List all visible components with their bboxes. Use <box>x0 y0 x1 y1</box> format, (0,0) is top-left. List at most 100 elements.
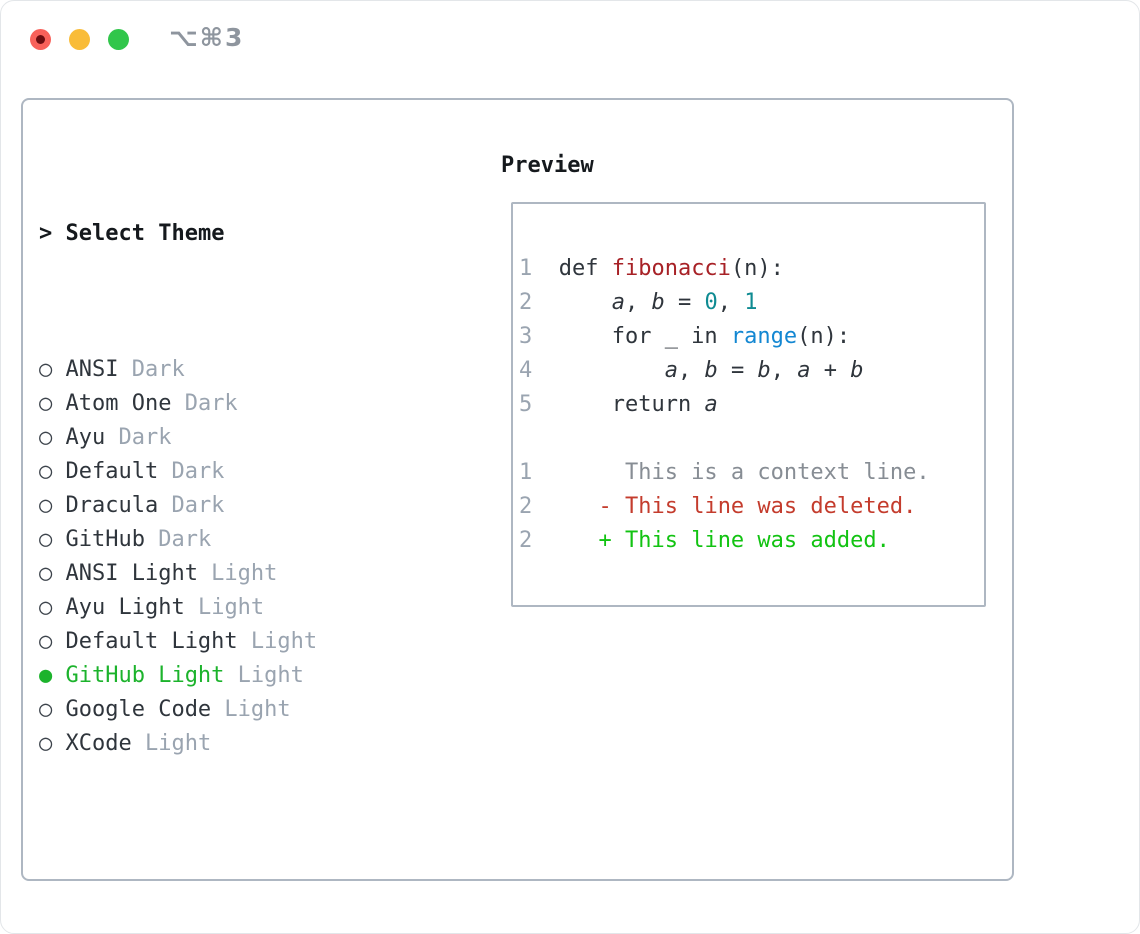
select-theme-title: Select Theme <box>65 221 225 246</box>
theme-items: ○ ANSI Dark ○ Atom One Dark ○ Ayu Dark ○ Defaul… <box>39 353 410 761</box>
radio-unselected-icon: ○ <box>39 629 53 654</box>
code-token: range <box>730 324 798 349</box>
item-label: GitHub Light <box>65 663 225 688</box>
code-token: return <box>558 392 705 417</box>
code-line: 2 a, b = 0, 1 <box>519 286 976 320</box>
maximize-button[interactable] <box>108 29 129 50</box>
item-variant-label: Dark <box>105 425 172 450</box>
theme-item[interactable]: ○ Google Code Light <box>39 693 410 727</box>
item-label: ANSI <box>65 357 119 382</box>
item-variant-label: Light <box>224 663 304 688</box>
line-number: 5 <box>519 392 533 417</box>
code-token: , <box>677 358 705 383</box>
radio-unselected-icon: ○ <box>39 561 53 586</box>
radio-unselected-icon: ○ <box>39 425 53 450</box>
theme-item[interactable]: ○Dracula Dark <box>39 489 410 523</box>
code-token: 0 <box>704 290 718 315</box>
code-token: for _ in <box>558 324 731 349</box>
code-line: 5 return a <box>519 388 976 422</box>
code-line: 4 a, b = b, a + b <box>519 354 976 388</box>
diff-deleted-line: 2 - This line was deleted. <box>519 490 976 524</box>
code-token: + This line was added. <box>598 528 890 553</box>
item-label: Ayu Light <box>65 595 185 620</box>
select-theme-header: > Select Theme <box>39 217 410 251</box>
radio-unselected-icon: ○ <box>39 391 53 416</box>
theme-item[interactable]: ○ GitHub Dark <box>39 523 410 557</box>
item-label: Google Code <box>65 697 212 722</box>
code-token: + <box>810 358 851 383</box>
code-token: fibonacci <box>611 256 731 281</box>
item-label: Default Light <box>65 629 238 654</box>
code-token: b <box>651 290 665 315</box>
theme-list: > Select Theme ○ANSI Dark○Atom One Dark○… <box>39 149 410 933</box>
item-variant-label: Dark <box>158 493 225 518</box>
item-variant-label: Light <box>184 595 265 620</box>
item-variant-label: Dark <box>118 357 185 382</box>
code-line: 3 for _ in range(n): <box>519 320 976 354</box>
line-number: 3 <box>519 324 533 349</box>
theme-item[interactable]: ○ ANSI Dark <box>39 353 410 387</box>
item-variant-label: Light <box>237 629 318 654</box>
item-label: XCode <box>65 731 132 756</box>
radio-unselected-icon: ○ <box>39 493 53 518</box>
item-variant-label: Light <box>211 697 291 722</box>
item-variant-label: Dark <box>144 527 212 552</box>
spacer-row <box>39 863 410 897</box>
code-token <box>559 290 612 315</box>
minimize-button[interactable] <box>69 29 90 50</box>
theme-item[interactable]: ○ANSI Light Light <box>39 557 410 591</box>
code-token: - This line was deleted. <box>598 494 917 519</box>
line-number: 4 <box>519 358 533 383</box>
radio-unselected-icon: ○ <box>39 527 53 552</box>
close-button-dot-icon <box>36 35 45 44</box>
item-label: Ayu <box>65 425 106 450</box>
code-token: b <box>704 358 718 383</box>
theme-item[interactable]: ● GitHub Light Light <box>39 659 410 693</box>
theme-item[interactable]: ○ Default Light Light <box>39 625 410 659</box>
close-button[interactable] <box>30 29 51 50</box>
code-token: a <box>664 358 678 383</box>
code-token: def <box>558 256 612 281</box>
code-line: 1 def fibonacci(n): <box>519 252 976 286</box>
item-variant-label: Dark <box>158 459 225 484</box>
item-label: GitHub <box>65 527 145 552</box>
preview-title: Preview <box>501 153 594 178</box>
code-token <box>559 528 599 553</box>
code-token: b <box>757 358 771 383</box>
theme-item[interactable]: ○ Ayu Dark <box>39 421 410 455</box>
item-label: Default <box>65 459 159 484</box>
code-token: , <box>624 290 652 315</box>
theme-item[interactable]: ○ Atom One Dark <box>39 387 410 421</box>
code-token: = <box>717 358 758 383</box>
line-number: 1 <box>519 460 533 485</box>
code-token: 1 <box>744 290 758 315</box>
code-token: a <box>611 290 625 315</box>
radio-unselected-icon: ○ <box>39 731 53 756</box>
theme-item[interactable]: ○ Default Dark <box>39 455 410 489</box>
radio-selected-icon: ● <box>39 663 53 688</box>
code-token <box>559 494 599 519</box>
item-variant-label: Light <box>131 731 212 756</box>
item-variant-label: Dark <box>171 391 238 416</box>
code-token: = <box>664 290 705 315</box>
theme-item[interactable]: ○ XCode Light <box>39 727 410 761</box>
line-number: 2 <box>519 528 533 553</box>
code-token: This is a context line. <box>558 460 930 485</box>
diff-context-line: 1 This is a context line. <box>519 456 976 490</box>
item-label: Atom One <box>65 391 172 416</box>
line-number: 1 <box>519 256 533 281</box>
code-token: , <box>770 358 798 383</box>
radio-unselected-icon: ○ <box>39 595 53 620</box>
radio-unselected-icon: ○ <box>39 459 53 484</box>
blank-line <box>519 422 976 456</box>
radio-unselected-icon: ○ <box>39 697 53 722</box>
code-token: , <box>717 290 745 315</box>
theme-picker-panel: > Select Theme ○ANSI Dark○Atom One Dark○… <box>21 98 1014 881</box>
code-token: (n): <box>730 256 784 281</box>
item-label: ANSI Light <box>65 561 198 586</box>
radio-unselected-icon: ○ <box>39 357 53 382</box>
theme-item[interactable]: ○ Ayu Light Light <box>39 591 410 625</box>
